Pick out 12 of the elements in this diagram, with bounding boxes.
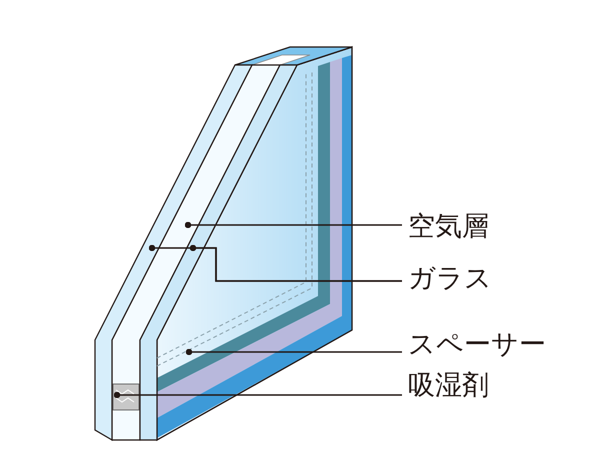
outer-glass-pane: [94, 64, 253, 442]
part-label: スペーサー: [408, 329, 546, 361]
leader-line: [114, 392, 402, 398]
inner-glass-pane: [139, 64, 298, 441]
part-label: 空気層: [408, 211, 489, 243]
part-label: ガラス: [408, 263, 492, 295]
desiccant: [112, 384, 140, 410]
spacer: [156, 70, 312, 366]
leader-line: [184, 222, 402, 228]
leader-line: [186, 348, 402, 356]
leader-line: [190, 244, 402, 282]
part-label: 吸湿剤: [408, 370, 489, 402]
